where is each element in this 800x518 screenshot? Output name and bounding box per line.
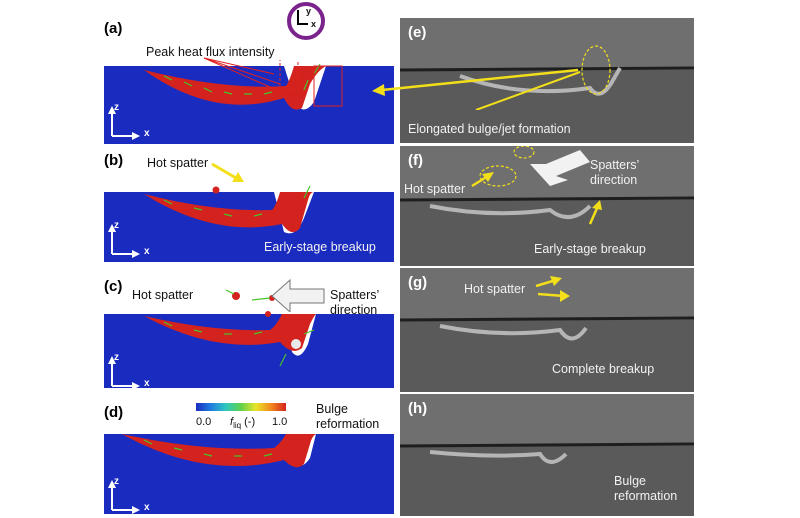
axes-icon-a (108, 106, 140, 140)
axis-x-label: x (144, 378, 150, 389)
colorbar-subscript: liq (233, 421, 242, 431)
annotation-hot-spatter-c: Hot spatter (132, 288, 194, 302)
panel-label-c: (c) (104, 278, 123, 295)
colorbar (196, 403, 286, 411)
axis-z-label: z (114, 102, 119, 113)
simulation-panel-b (104, 178, 394, 262)
annotation-elongated-bulge: Elongated bulge/jet formation (408, 122, 571, 136)
xray-image-g (400, 268, 694, 392)
annotation-complete-breakup: Complete breakup (552, 362, 655, 376)
panel-label-d: (d) (104, 404, 124, 421)
spatters-direction-arrow-c (271, 278, 325, 312)
coordinate-ring-icon (287, 2, 325, 40)
axes-icon-b (108, 224, 140, 258)
axis-z-label: z (114, 220, 119, 231)
axis-x-label: x (144, 502, 150, 513)
xray-panel-h: (h) Bulge reformation (400, 394, 694, 516)
colorbar-unit: (-) (241, 416, 256, 428)
colorbar-symbol: f (230, 416, 234, 428)
xray-panel-f: (f) Hot spatter Spatters’ direction Earl… (400, 146, 694, 266)
annotation-peak-heat-flux: Peak heat flux intensity (146, 45, 275, 59)
hot-spatter-arrow-b (211, 162, 244, 182)
simulation-panel-c (104, 304, 394, 388)
xray-image-f (400, 146, 694, 266)
colorbar-min: 0.0 (196, 416, 212, 428)
coordinate-x-label: x (311, 19, 317, 29)
hot-spatter-droplets-c (225, 289, 275, 317)
axis-x-label: x (144, 246, 150, 257)
panel-label-b: (b) (104, 152, 124, 169)
axes-icon-c (108, 356, 140, 390)
axes-icon-d (108, 480, 140, 514)
colorbar-max: 1.0 (272, 416, 288, 428)
simulation-panel-a (104, 60, 394, 144)
xray-panel-e: (e) Elongated bulge/jet formation (400, 18, 694, 143)
panel-label-h: (h) (408, 400, 428, 417)
axis-z-label: z (114, 476, 119, 487)
annotation-bulge-reformation-d: Bulge reformation (316, 402, 380, 431)
panel-label-f: (f) (408, 152, 423, 169)
xray-image-h (400, 394, 694, 516)
coordinate-y-label: y (306, 6, 312, 16)
annotation-spatters-direction-c: Spatters’ direction (330, 288, 380, 317)
coordinate-axes-icon (297, 10, 308, 25)
annotation-hot-spatter-g: Hot spatter (464, 282, 526, 296)
annotation-bulge-reformation-h: Bulge reformation (614, 474, 678, 503)
axis-z-label: z (114, 352, 119, 363)
annotation-spatters-direction-f: Spatters’ direction (590, 158, 640, 187)
xray-panel-g: (g) Hot spatter Complete breakup (400, 268, 694, 392)
peak-heat-flux-leaders (203, 57, 287, 95)
colorbar-label: fliq (-) (230, 416, 255, 430)
panel-label-a: (a) (104, 20, 123, 37)
panel-label-g: (g) (408, 274, 428, 291)
annotation-hot-spatter-f: Hot spatter (404, 182, 466, 196)
annotation-early-breakup-f: Early-stage breakup (534, 242, 646, 256)
axis-x-label: x (144, 128, 150, 139)
hot-spatter-arrows-f (471, 172, 602, 225)
annotation-hot-spatter-b: Hot spatter (147, 156, 209, 170)
simulation-panel-d (104, 430, 394, 514)
elongated-bulge-arrow (372, 68, 581, 110)
panel-label-e: (e) (408, 24, 427, 41)
annotation-early-breakup-b: Early-stage breakup (264, 240, 376, 254)
